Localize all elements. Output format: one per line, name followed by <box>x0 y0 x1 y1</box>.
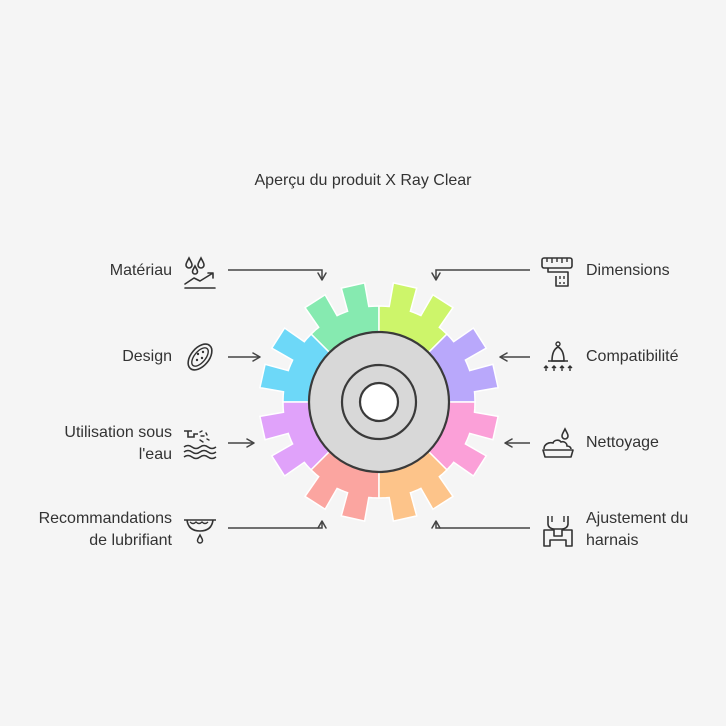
connector-arrow <box>431 520 530 529</box>
segment-label: Dimensions <box>586 260 670 282</box>
shower-water-icon <box>180 423 220 463</box>
segment-label-line: Design <box>122 348 172 365</box>
segment-label: Matériau <box>110 260 172 282</box>
segment-label-line: harnais <box>586 532 639 549</box>
segment-label-line: Matériau <box>109 262 172 279</box>
segment-label: Recommandations de lubrifiant <box>39 508 172 552</box>
connector-arrow <box>228 520 327 529</box>
segment-label-line: Nettoyage <box>586 434 659 451</box>
connector-arrow <box>431 269 530 281</box>
segment-label-line: Ajustement du <box>586 510 689 527</box>
segment-label: Ajustement du harnais <box>586 508 688 552</box>
segment-label: Nettoyage <box>586 432 659 454</box>
measuring-tape-icon <box>538 252 578 292</box>
hub-hole <box>358 381 400 423</box>
segment-label-line: de lubrifiant <box>89 532 172 549</box>
segment-label-line: Recommandations <box>38 510 172 527</box>
harness-icon <box>538 510 578 550</box>
soap-foam-icon <box>538 423 578 463</box>
segment-label: Utilisation sous l'eau <box>64 422 172 466</box>
segment-label: Design <box>122 346 172 368</box>
segment-label-line: Utilisation sous <box>64 424 172 441</box>
segment-label-line: Dimensions <box>586 262 670 279</box>
water-drops-icon <box>180 252 220 292</box>
segment-label-line: Compatibilité <box>586 348 679 365</box>
oval-pattern-icon <box>180 337 220 377</box>
segment-label: Compatibilité <box>586 346 678 368</box>
connector-arrow <box>228 269 327 281</box>
segment-label-line: l'eau <box>138 446 172 463</box>
diagram-title: Aperçu du produit X Ray Clear <box>254 172 472 189</box>
dripping-bowl-icon <box>180 510 220 550</box>
device-fit-icon <box>538 337 578 377</box>
